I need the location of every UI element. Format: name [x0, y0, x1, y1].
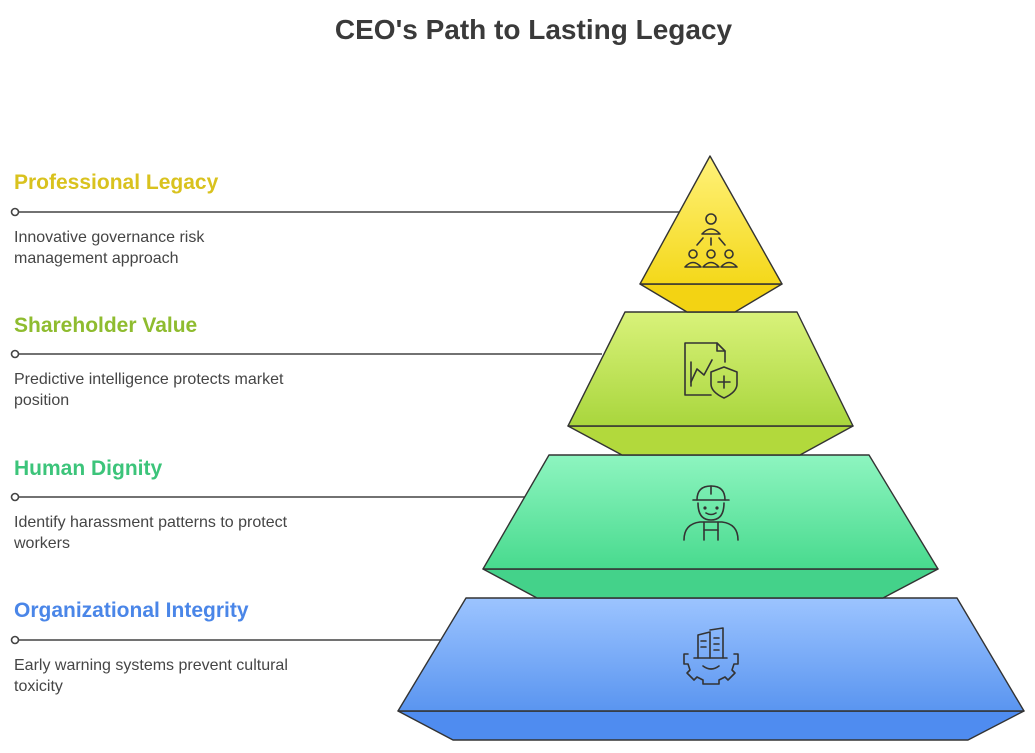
team-leader-icon	[684, 213, 738, 268]
level-title-human-dignity: Human Dignity	[14, 457, 163, 480]
connector-human-dignity	[10, 492, 527, 502]
level-title-organizational-integrity: Organizational Integrity	[14, 599, 249, 622]
level-title-professional-legacy: Professional Legacy	[14, 171, 219, 194]
level-desc-professional-legacy: Innovative governance risk management ap…	[14, 229, 205, 267]
connector-shareholder-value	[10, 349, 602, 359]
level-desc-organizational-integrity: Early warning systems prevent cultural t…	[14, 657, 288, 695]
diagram-title: CEO's Path to Lasting Legacy	[334, 14, 733, 45]
pyramid-tier-professional-legacy	[639, 155, 783, 313]
level-desc-shareholder-value: Predictive intelligence protects market …	[14, 371, 284, 409]
pyramid-tier-shareholder-value	[567, 311, 854, 456]
pyramid-tier-organizational-integrity	[397, 597, 1025, 741]
level-desc-human-dignity: Identify harassment patterns to protect …	[14, 514, 288, 552]
gear-building-icon	[683, 627, 739, 685]
connector-professional-legacy	[10, 207, 680, 217]
document-chart-shield-icon	[684, 342, 738, 399]
pyramid-tier-human-dignity	[482, 454, 939, 599]
connector-organizational-integrity	[10, 635, 443, 645]
worker-hardhat-icon	[683, 485, 739, 541]
level-title-shareholder-value: Shareholder Value	[14, 314, 198, 337]
